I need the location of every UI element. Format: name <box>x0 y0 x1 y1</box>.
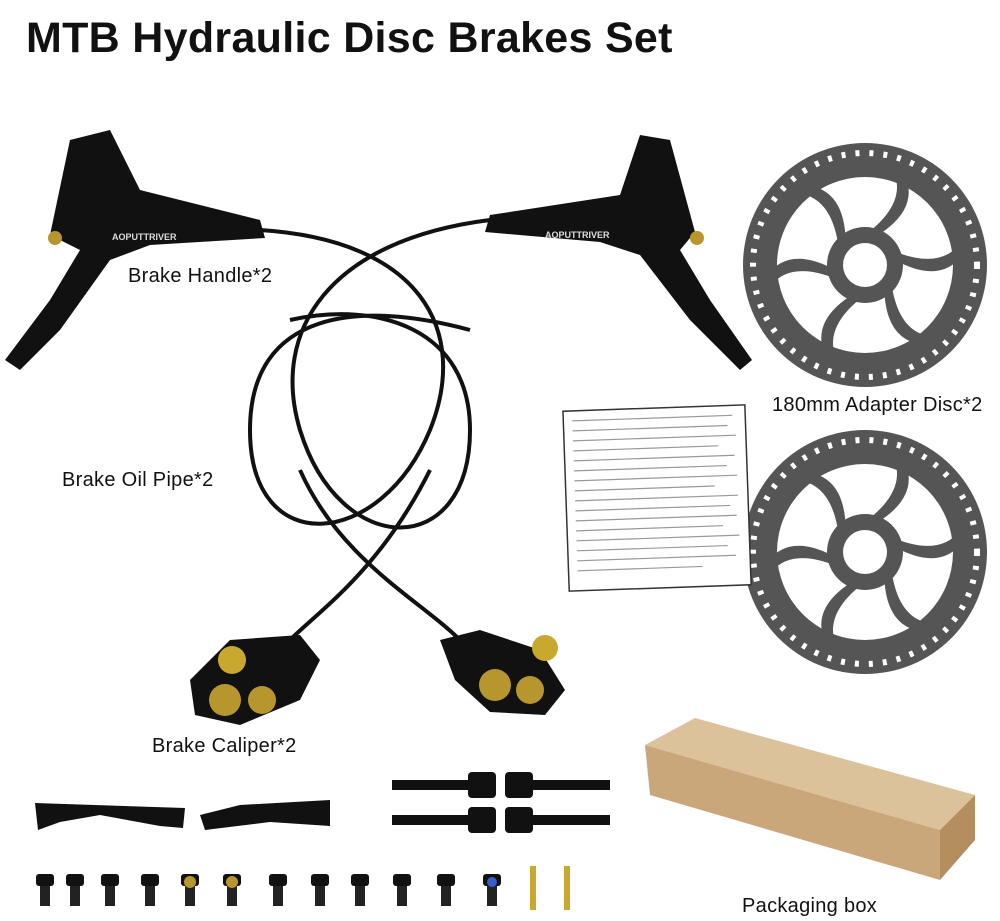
right-brake-handle: AOPUTTRIVER <box>485 135 752 370</box>
small-screws <box>36 866 570 910</box>
brand-mark-right: AOPUTTRIVER <box>545 230 610 240</box>
brand-mark-left: AOPUTTRIVER <box>112 232 177 242</box>
mounting-bolts <box>392 772 610 833</box>
label-oil-pipe: Brake Oil Pipe*2 <box>62 469 214 491</box>
instruction-manual <box>562 404 752 592</box>
adapter-left <box>35 803 185 830</box>
right-brake-caliper <box>440 630 565 715</box>
rotor-disc-top <box>743 143 987 387</box>
left-brake-handle: AOPUTTRIVER <box>5 130 265 370</box>
left-brake-caliper <box>190 635 320 725</box>
brake-oil-pipes <box>247 218 491 642</box>
label-caliper: Brake Caliper*2 <box>152 735 297 757</box>
label-adapter-disc: 180mm Adapter Disc*2 <box>772 394 983 416</box>
rotor-disc-bottom <box>743 430 987 674</box>
label-brake-handle: Brake Handle*2 <box>128 265 273 287</box>
page-title: MTB Hydraulic Disc Brakes Set <box>26 14 673 62</box>
adapter-right <box>200 800 330 830</box>
label-packaging-box: Packaging box <box>742 895 878 917</box>
packaging-box <box>645 718 975 880</box>
